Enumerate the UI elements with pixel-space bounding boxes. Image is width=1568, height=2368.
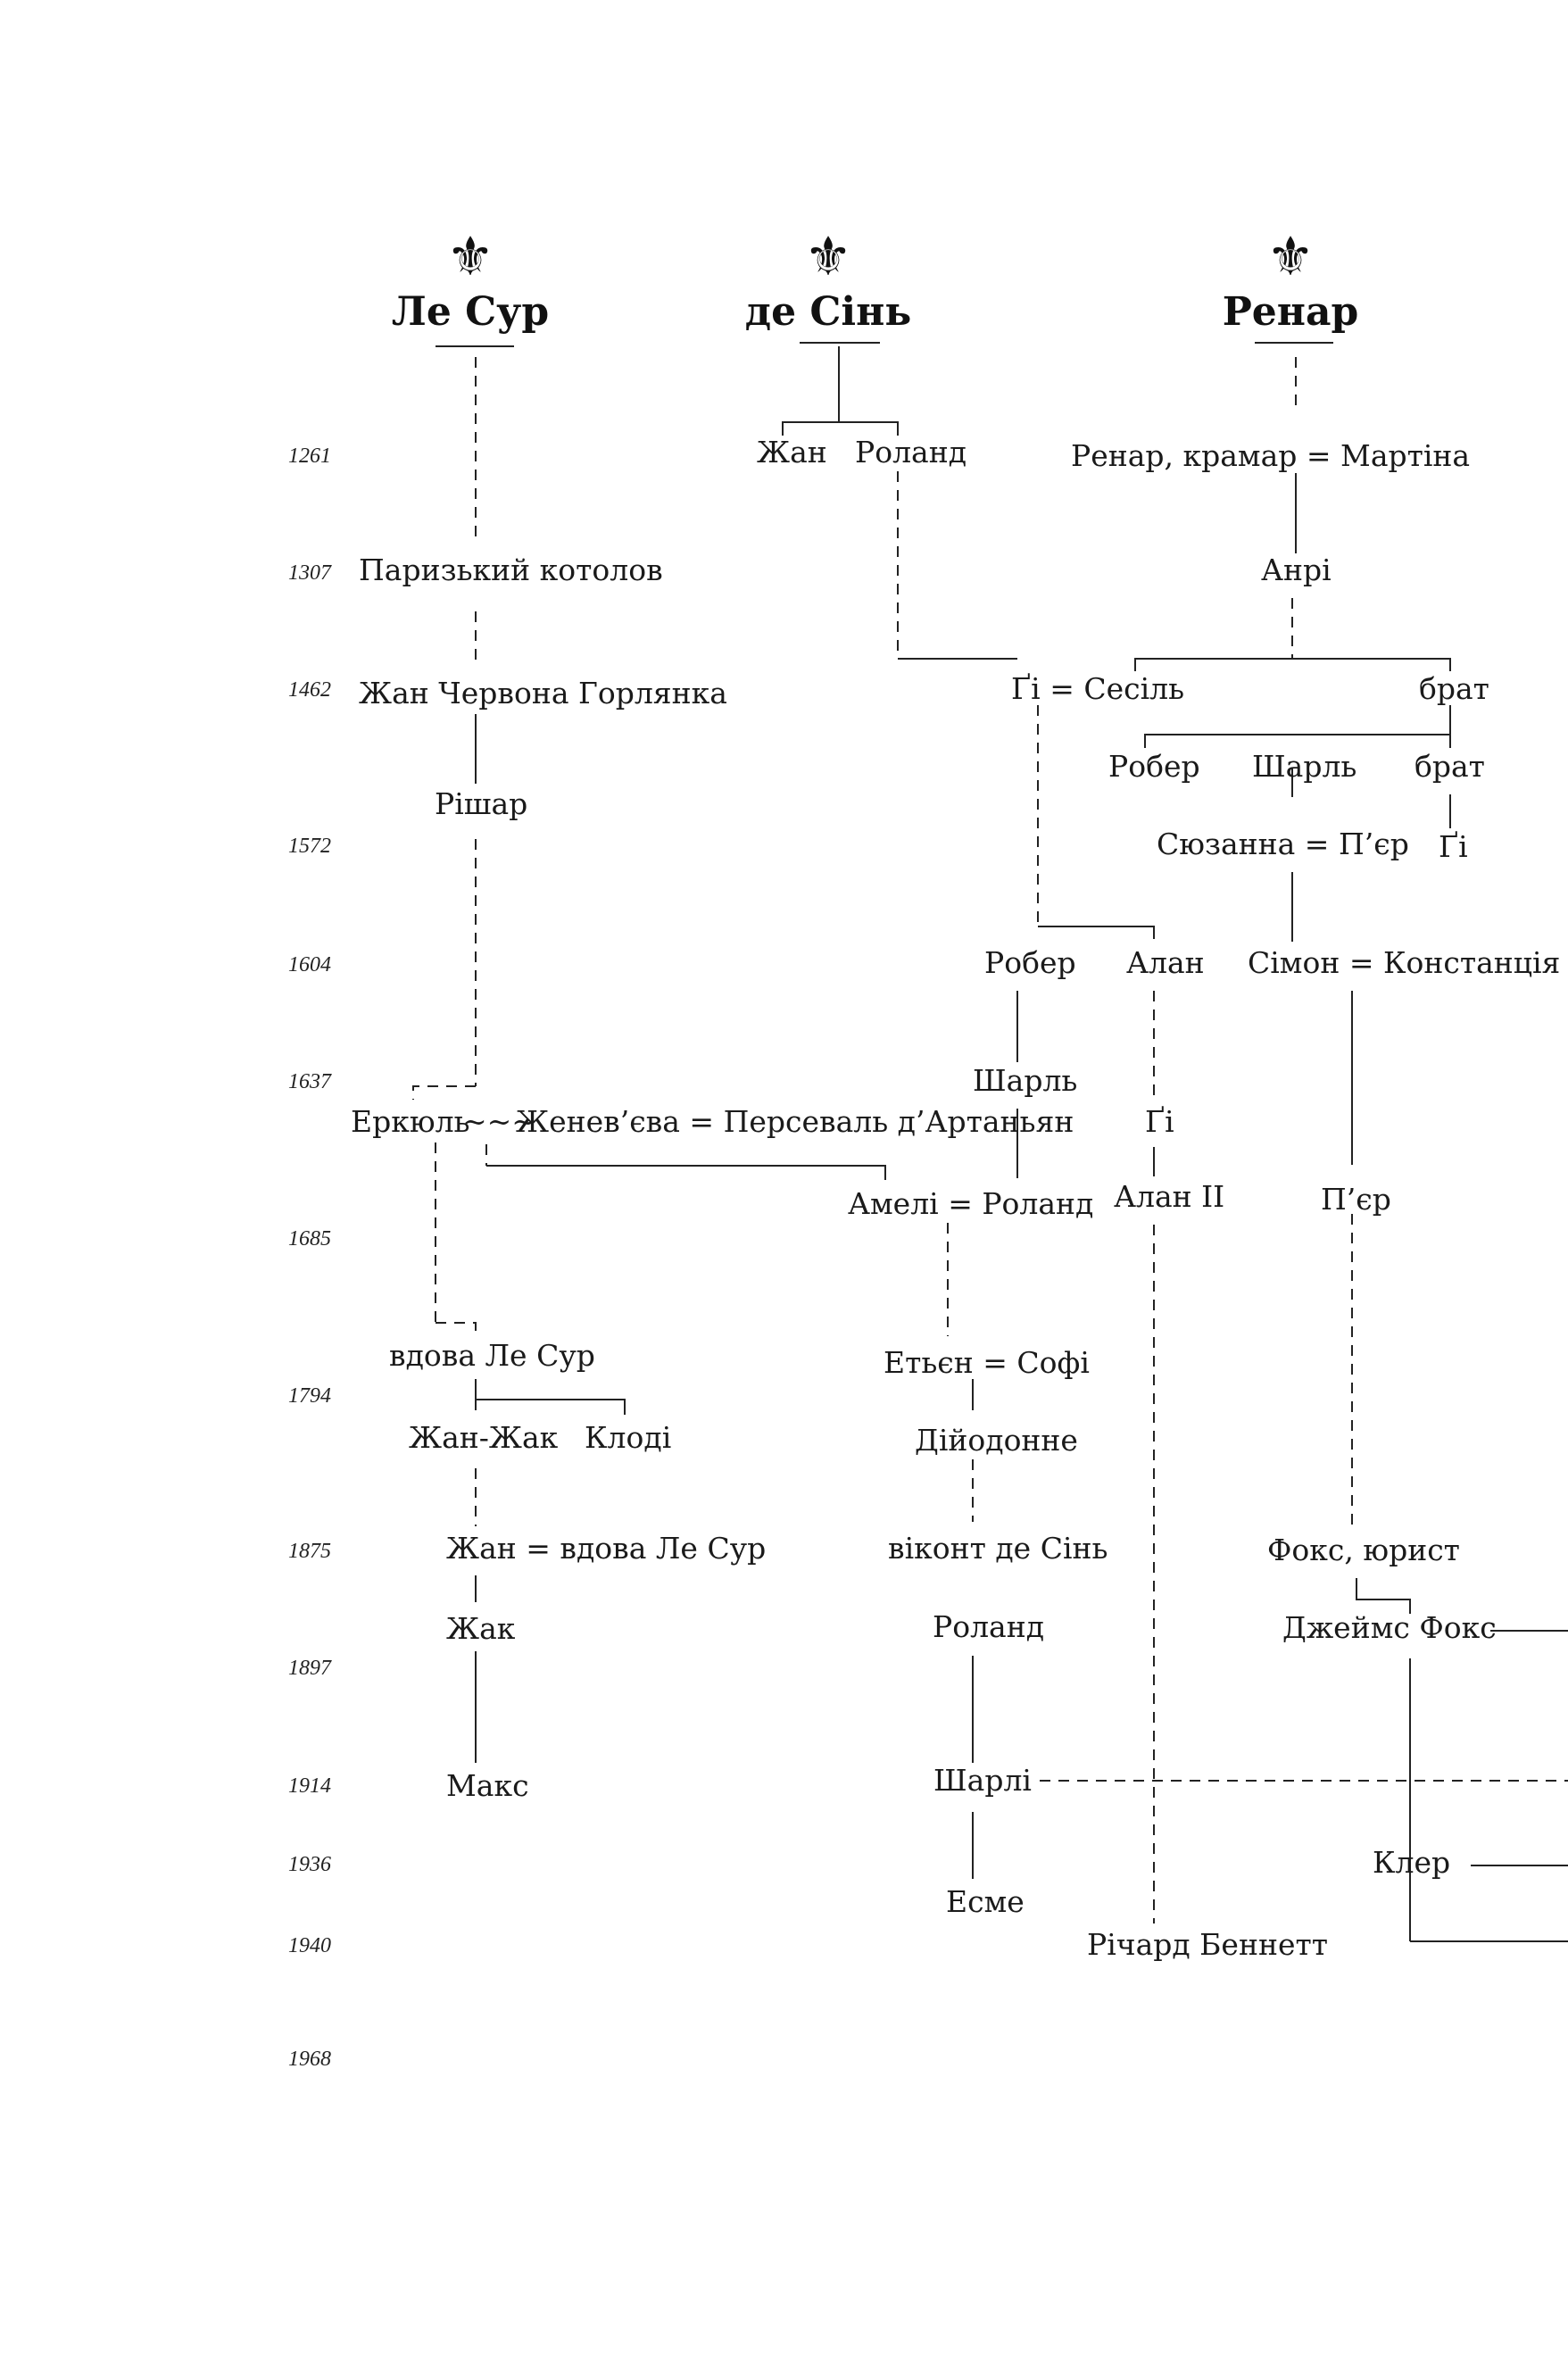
person-label: Рішар (435, 786, 527, 821)
year-label: 1968 (288, 2048, 331, 2071)
fleur-de-lis-icon: ⚜ (1266, 226, 1315, 288)
year-label: 1875 (288, 1540, 331, 1563)
person-label: Анрі (1261, 553, 1332, 587)
year-label: 1794 (288, 1384, 331, 1408)
person-label: Ґі (1439, 829, 1468, 864)
house-title-renar: Ренар (1223, 289, 1359, 335)
person-label: Клер (1373, 1845, 1450, 1880)
person-label: Паризький котолов (359, 553, 663, 587)
person-label: Ґі = Сесіль (1011, 671, 1184, 706)
person-label: Шарль (973, 1063, 1077, 1098)
person-label: Дійодонне (915, 1423, 1078, 1458)
person-label: Ґі (1145, 1104, 1174, 1139)
year-label: 1685 (288, 1227, 331, 1250)
person-label: Роланд (933, 1609, 1044, 1644)
year-label: 1897 (288, 1657, 332, 1680)
tree-connectors (412, 346, 1568, 1942)
year-label: 1572 (288, 835, 331, 858)
person-label: Робер (984, 945, 1076, 980)
person-label: віконт де Сінь (888, 1531, 1108, 1566)
person-label: Жан = вдова Ле Сур (446, 1531, 766, 1566)
person-label: вдова Ле Сур (389, 1338, 595, 1373)
person-label: Макс (446, 1768, 529, 1803)
tilde-link: ~~~ (462, 1104, 536, 1139)
person-label: брат (1419, 671, 1489, 706)
person-label: П’єр (1321, 1182, 1391, 1217)
person-label: Сімон = Констанція (1248, 945, 1560, 980)
fleur-de-lis-icon: ⚜ (446, 226, 494, 288)
house-title-de-sin: де Сінь (745, 289, 911, 335)
person-label: Шарль (1252, 749, 1356, 784)
year-label: 1604 (288, 953, 331, 976)
person-label: брат (1415, 749, 1485, 784)
person-label: Роланд (855, 435, 967, 469)
person-label: Алан II (1114, 1179, 1224, 1214)
person-label: Річард Беннетт (1087, 1927, 1328, 1962)
person-label: Фокс, юрист (1267, 1533, 1460, 1567)
year-label: 1637 (288, 1070, 332, 1093)
house-title-le-sur: Ле Сур (392, 289, 549, 335)
year-label: 1307 (288, 561, 332, 585)
year-label: 1940 (288, 1934, 331, 1957)
year-label: 1914 (288, 1774, 331, 1798)
person-label: Етьєн = Софі (884, 1345, 1090, 1380)
person-label: Жан Червона Горлянка (359, 676, 727, 710)
person-label: Жак (446, 1611, 516, 1646)
person-label: Клоді (585, 1420, 671, 1455)
person-label: Джеймс Фокс (1282, 1610, 1497, 1645)
person-label: Есме (946, 1884, 1025, 1919)
year-label: 1936 (288, 1853, 331, 1876)
person-label: Алан (1126, 945, 1205, 980)
person-label: Робер (1108, 749, 1200, 784)
person-label: Женев’єва = Персеваль д’Артаньян (516, 1104, 1074, 1139)
person-label: Ренар, крамар = Мартіна (1071, 438, 1470, 473)
person-label: Жан-Жак (409, 1420, 559, 1455)
person-label: Жан (757, 435, 827, 469)
person-label: Сюзанна = П’єр (1157, 827, 1409, 861)
person-label: Амелі = Роланд (848, 1186, 1093, 1221)
person-label: Шарлі (933, 1763, 1032, 1798)
fleur-de-lis-icon: ⚜ (804, 226, 852, 288)
year-label: 1462 (288, 678, 331, 702)
person-label: Еркюль (351, 1104, 470, 1139)
year-label: 1261 (288, 445, 331, 468)
